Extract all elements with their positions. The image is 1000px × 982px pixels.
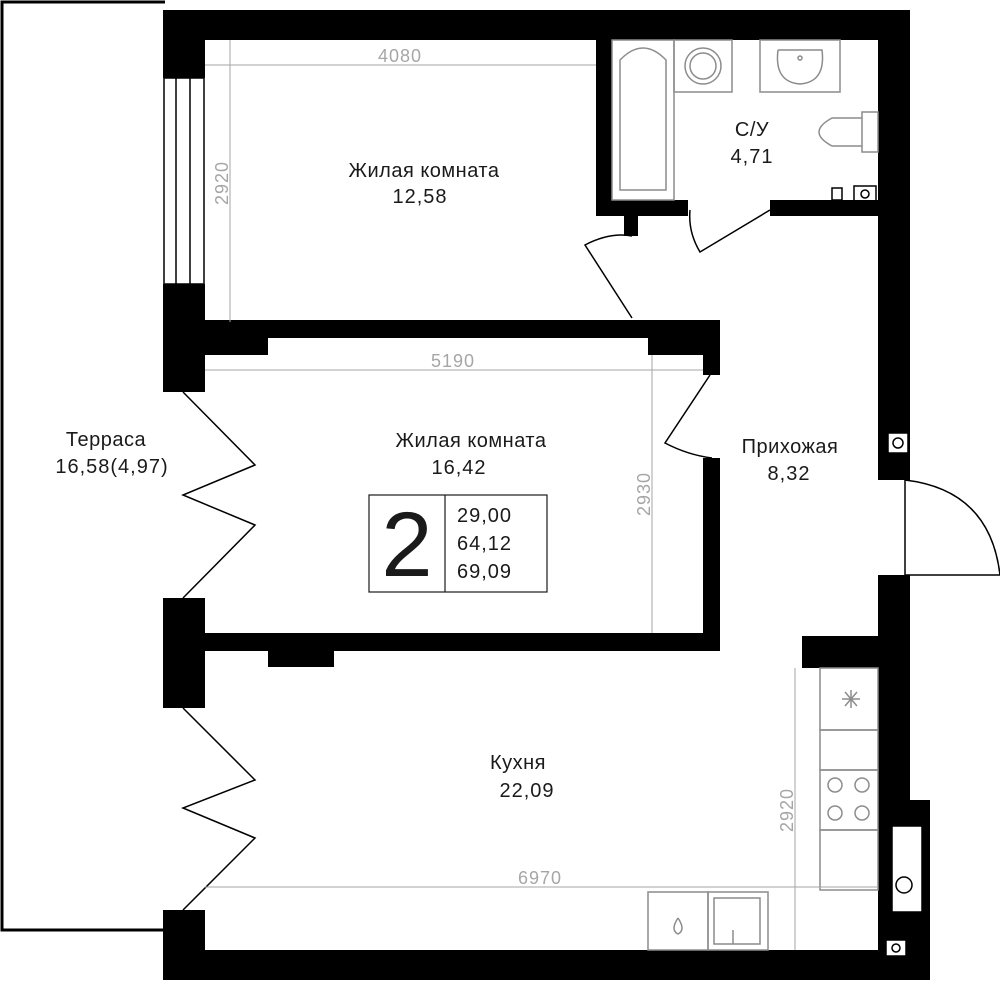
kitchen-name: Кухня [490,752,546,774]
bathroom-name: С/У [735,119,769,141]
stove [819,769,879,831]
badge-total-with-terrace: 69,09 [457,561,512,583]
living-room-2-area: 16,42 [431,457,486,479]
dim-living-1-depth: 2920 [212,161,232,205]
badge-living-area: 29,00 [457,505,512,527]
kitchen-area: 22,09 [499,780,554,802]
hall-outlet-icon [887,432,909,454]
hallway-name: Прихожая [742,436,839,458]
living-room-1-area: 12,58 [392,186,447,208]
dim-kitchen-depth: 2920 [777,788,797,832]
toilet [818,111,879,153]
terrace-outline [0,0,165,932]
door-terrace-living [181,391,257,599]
apartment-badge: 2 29,00 64,12 69,09 [368,494,548,596]
badge-total-area: 64,12 [457,533,512,555]
living-room-2-name: Жилая комната [396,430,547,452]
dim-living-1-width: 4080 [378,46,422,66]
duct [891,825,923,913]
dim-living-2-depth: 2930 [634,472,654,516]
washing-machine [673,39,733,93]
windows [163,77,205,285]
door-terrace-kitchen [180,707,257,911]
kitchen-sink [707,891,769,951]
terrace-name: Терраса [66,429,147,451]
badge-room-count: 2 [381,494,432,596]
door-entrance [904,479,1000,576]
drain-icon [831,187,843,201]
bathroom-area: 4,71 [731,146,774,168]
dim-kitchen-width: 6970 [518,868,562,888]
door-living-1 [583,234,633,319]
bathroom-sink [759,39,841,93]
dimension-lines [205,40,878,950]
door-living-2 [663,374,713,459]
walls [163,10,930,980]
dim-living-2-width: 5190 [431,351,475,371]
hallway-area: 8,32 [768,463,811,485]
living-room-1-name: Жилая комната [349,160,500,182]
terrace-area: 16,58(4,97) [55,456,168,478]
window-living-1 [163,77,205,285]
doors [180,209,1000,911]
bathtub [611,39,675,201]
door-bathroom [688,209,771,254]
fixtures [611,39,923,957]
